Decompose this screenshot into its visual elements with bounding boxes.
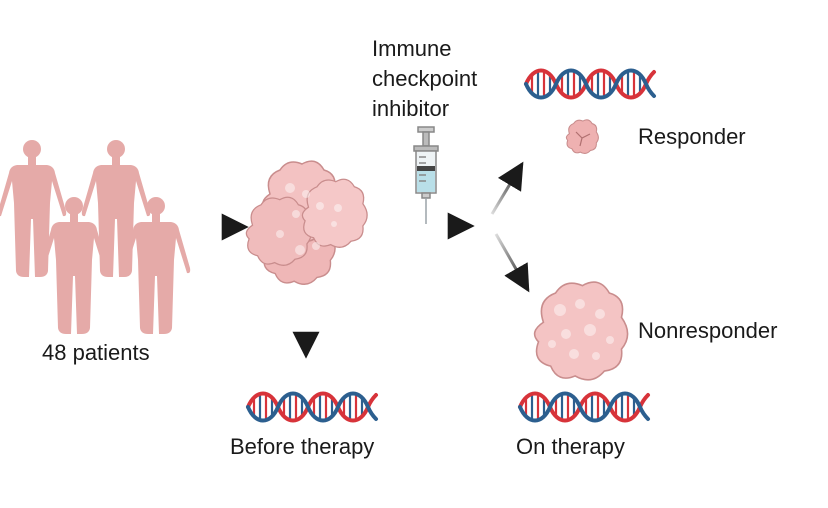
human-figure-icon	[39, 197, 109, 334]
before-therapy-label: Before therapy	[230, 434, 375, 459]
patients-label: 48 patients	[42, 340, 150, 365]
patients-group-icon	[0, 140, 191, 334]
drug-label-line2: checkpoint	[372, 66, 478, 91]
nonresponder-tumor-icon	[533, 281, 629, 381]
drug-label-line1: Immune	[372, 36, 452, 61]
responder-tumor-icon	[565, 119, 599, 154]
on-therapy-label: On therapy	[516, 434, 625, 459]
responder-label: Responder	[638, 124, 746, 149]
nonresponder-label: Nonresponder	[638, 318, 778, 343]
dna-helix-icon	[524, 68, 656, 100]
syringe-icon	[413, 126, 439, 224]
drug-label-line3: inhibitor	[372, 96, 450, 121]
arrow-to-nonresponder	[494, 233, 530, 293]
dna-helix-icon	[246, 391, 378, 423]
dna-helix-icon	[518, 391, 650, 423]
tumor-cluster-icon	[245, 160, 368, 285]
arrow-to-responder	[490, 161, 524, 215]
